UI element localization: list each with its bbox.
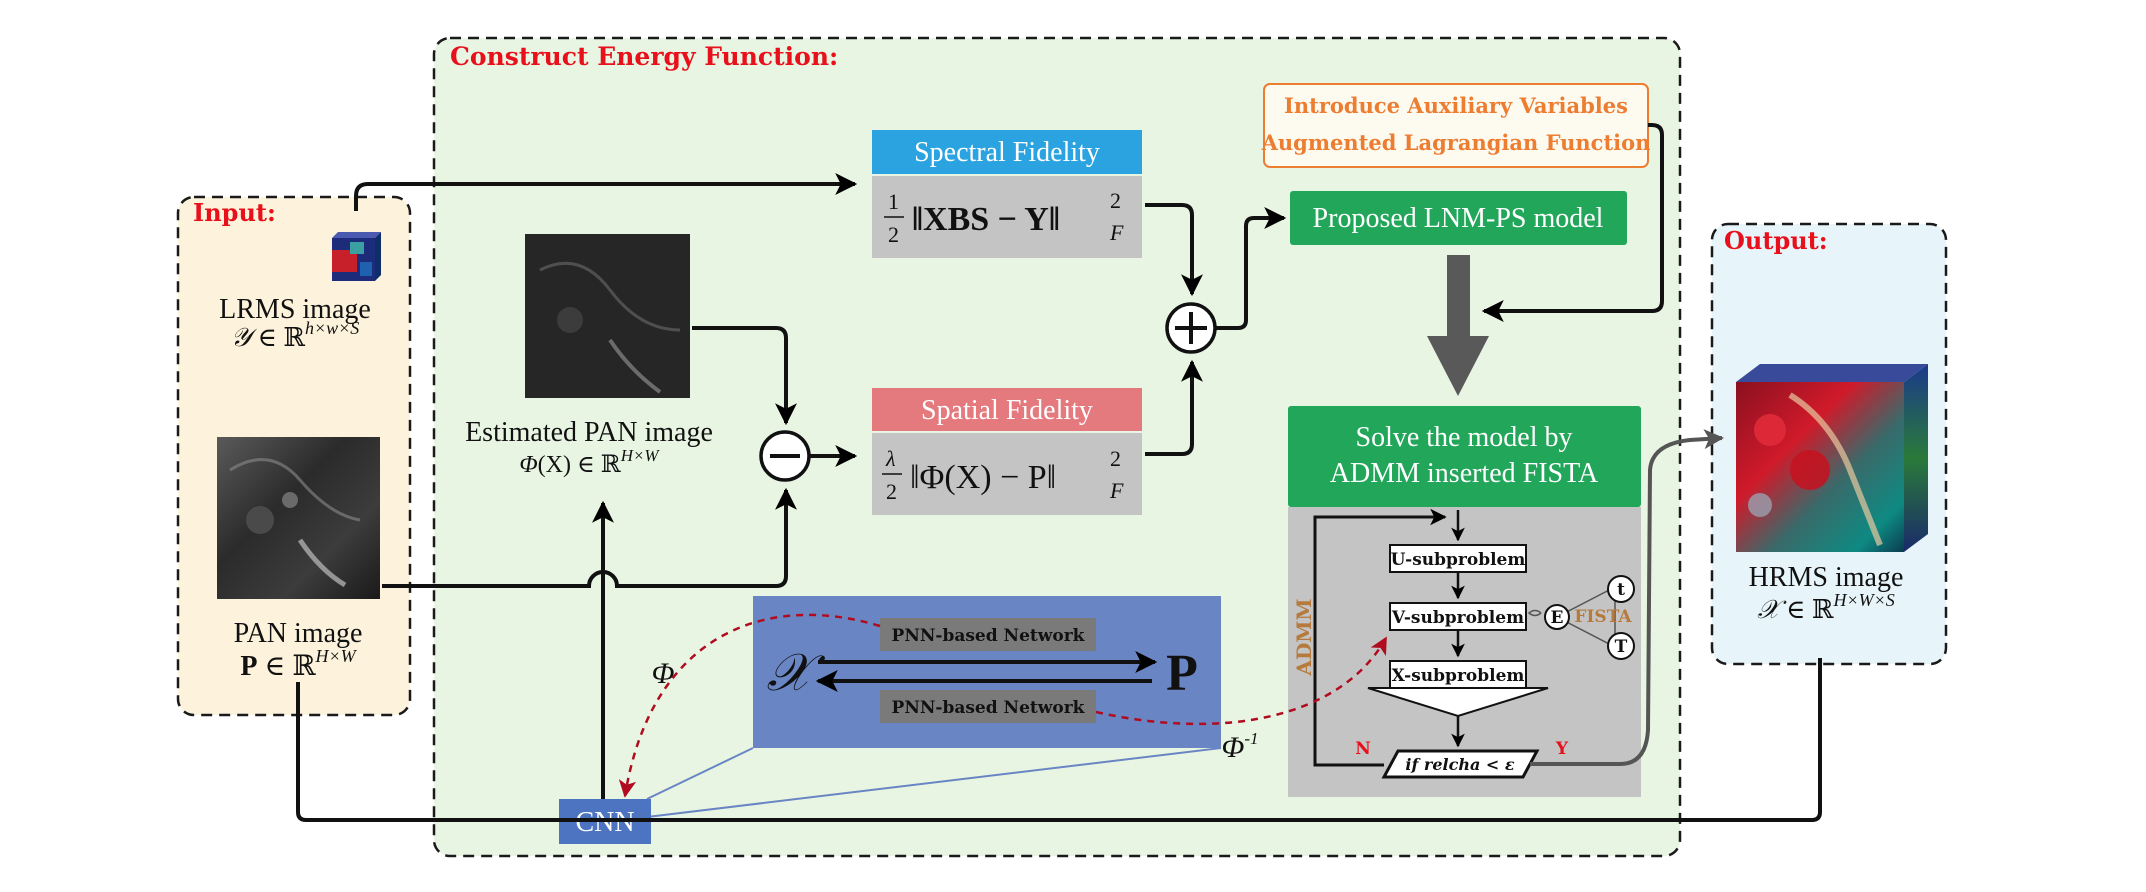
spectral-formula-sub: F <box>1109 220 1124 245</box>
x-subproblem: X-subproblem <box>1392 666 1525 686</box>
hrms-cube <box>1736 364 1928 552</box>
arrow-spatial-to-plus <box>1145 359 1203 456</box>
y-label: Y <box>1555 739 1569 759</box>
arrow-loop-n <box>1313 508 1447 767</box>
construct-title: Construct Energy Function: <box>450 42 838 71</box>
v-subproblem: V-subproblem <box>1391 608 1524 628</box>
estimated-math-symbol: Φ <box>519 452 537 478</box>
hrms-math-rest: ∈ ℝ <box>1780 595 1834 624</box>
fista-t-small: t <box>1617 580 1625 600</box>
spatial-title: Spatial Fidelity <box>921 395 1093 426</box>
phi-inverse-label: Φ-1 <box>1221 729 1258 764</box>
hrms-math-sup: H×W×S <box>1832 590 1894 610</box>
plus-operator <box>1165 302 1217 354</box>
spectral-formula-box <box>872 176 1142 258</box>
pan-label: PAN image <box>234 618 363 649</box>
x-subproblem-box <box>1389 660 1527 689</box>
phi-inverse-base: Φ <box>1221 731 1244 764</box>
hrms-math: 𝒳 ∈ ℝH×W×S <box>1757 590 1895 624</box>
solve-line2: ADMM inserted FISTA <box>1330 458 1599 489</box>
fista-e: E <box>1551 608 1564 628</box>
spatial-title-box <box>872 388 1142 431</box>
arrow-auxiliary-to-model <box>1481 123 1664 322</box>
solve-line1: Solve the model by <box>1356 422 1573 453</box>
u-subproblem-box <box>1389 544 1527 573</box>
arrow-estimated-to-minus <box>692 326 797 426</box>
condition-text: if relcha < ε <box>1405 755 1515 774</box>
network-top-label-box <box>880 618 1096 651</box>
solve-box <box>1288 406 1641 507</box>
spectral-formula: 1 2 ‖XBS − Y‖ 2 F <box>884 188 1124 247</box>
lrms-math-rest: ∈ ℝ <box>251 323 305 352</box>
input-title: Input: <box>193 198 276 227</box>
spatial-formula-sub: F <box>1109 478 1124 503</box>
lrms-math-sup: h×w×S <box>305 318 359 338</box>
fista-t-big: T <box>1615 637 1628 657</box>
svg-text:2: 2 <box>886 479 897 504</box>
network-right-symbol: P <box>1166 645 1198 702</box>
spatial-formula-body: ‖Φ(X) − P‖ <box>910 459 1056 496</box>
lrms-math: 𝒴 ∈ ℝh×w×S <box>231 318 360 352</box>
lrms-label: LRMS image <box>219 294 371 325</box>
svg-text:1: 1 <box>888 189 899 214</box>
phi-inverse-dashed-curve <box>1095 636 1388 726</box>
big-down-arrow <box>1427 255 1489 396</box>
network-top-label: PNN-based Network <box>892 626 1086 646</box>
phi-inverse-sup: -1 <box>1244 729 1258 748</box>
arrow-pan-to-minus <box>382 487 797 588</box>
n-label: N <box>1355 739 1371 759</box>
admm-side-label: ADMM <box>1292 598 1316 676</box>
pan-math-symbol: P <box>240 651 257 682</box>
pan-math: P ∈ ℝH×W <box>240 646 357 682</box>
fista-loop: E t T FISTA <box>1527 575 1635 660</box>
spectral-title-box <box>872 130 1142 174</box>
u-subproblem: U-subproblem <box>1391 550 1526 570</box>
cnn-label: CNN <box>575 807 634 838</box>
spectral-formula-body: ‖XBS − Y‖ <box>912 201 1060 238</box>
auxiliary-line2: Augmented Lagrangian Function <box>1261 130 1651 155</box>
phi-label: Φ <box>652 657 675 690</box>
bottom-loop-line <box>296 658 1822 822</box>
arrow-plus-to-model <box>1216 207 1287 330</box>
lrms-thumbnail <box>332 232 381 281</box>
estimated-pan-math: Φ(X) ∈ ℝH×W <box>519 446 660 478</box>
cnn-connector-left <box>646 747 754 800</box>
model-box <box>1290 191 1627 245</box>
hrms-label: HRMS image <box>1749 562 1904 593</box>
spectral-title: Spectral Fidelity <box>914 137 1100 168</box>
spectral-formula-sup: 2 <box>1110 188 1121 213</box>
svg-text:2: 2 <box>888 222 899 247</box>
arrow-y-to-output <box>1530 429 1724 766</box>
pan-math-rest: ∈ ℝ <box>257 651 316 682</box>
svg-text:λ: λ <box>885 446 896 471</box>
pan-image <box>217 437 380 599</box>
pan-math-sup: H×W <box>314 646 357 666</box>
output-title: Output: <box>1724 226 1828 255</box>
network-bottom-label: PNN-based Network <box>892 698 1086 718</box>
spatial-formula-box <box>872 433 1142 515</box>
merge-triangle <box>1367 687 1549 718</box>
spatial-formula-sup: 2 <box>1110 446 1121 471</box>
fista-label: FISTA <box>1574 607 1632 627</box>
condition-box <box>1381 749 1540 779</box>
minus-operator <box>759 430 811 482</box>
cnn-connector-right <box>646 747 1222 818</box>
model-label: Proposed LNM-PS model <box>1313 203 1604 234</box>
auxiliary-line1: Introduce Auxiliary Variables <box>1284 93 1628 118</box>
network-bottom-label-box <box>880 690 1096 723</box>
estimated-pan-label: Estimated PAN image <box>465 417 713 448</box>
arrow-lrms-to-spectral <box>354 173 858 211</box>
estimated-math-rest: (X) ∈ ℝ <box>538 452 622 478</box>
spatial-formula: λ 2 ‖Φ(X) − P‖ 2 F <box>882 446 1124 504</box>
estimated-math-sup: H×W <box>620 446 661 465</box>
estimated-pan-image <box>525 234 690 398</box>
arrow-spectral-to-plus <box>1145 203 1203 297</box>
